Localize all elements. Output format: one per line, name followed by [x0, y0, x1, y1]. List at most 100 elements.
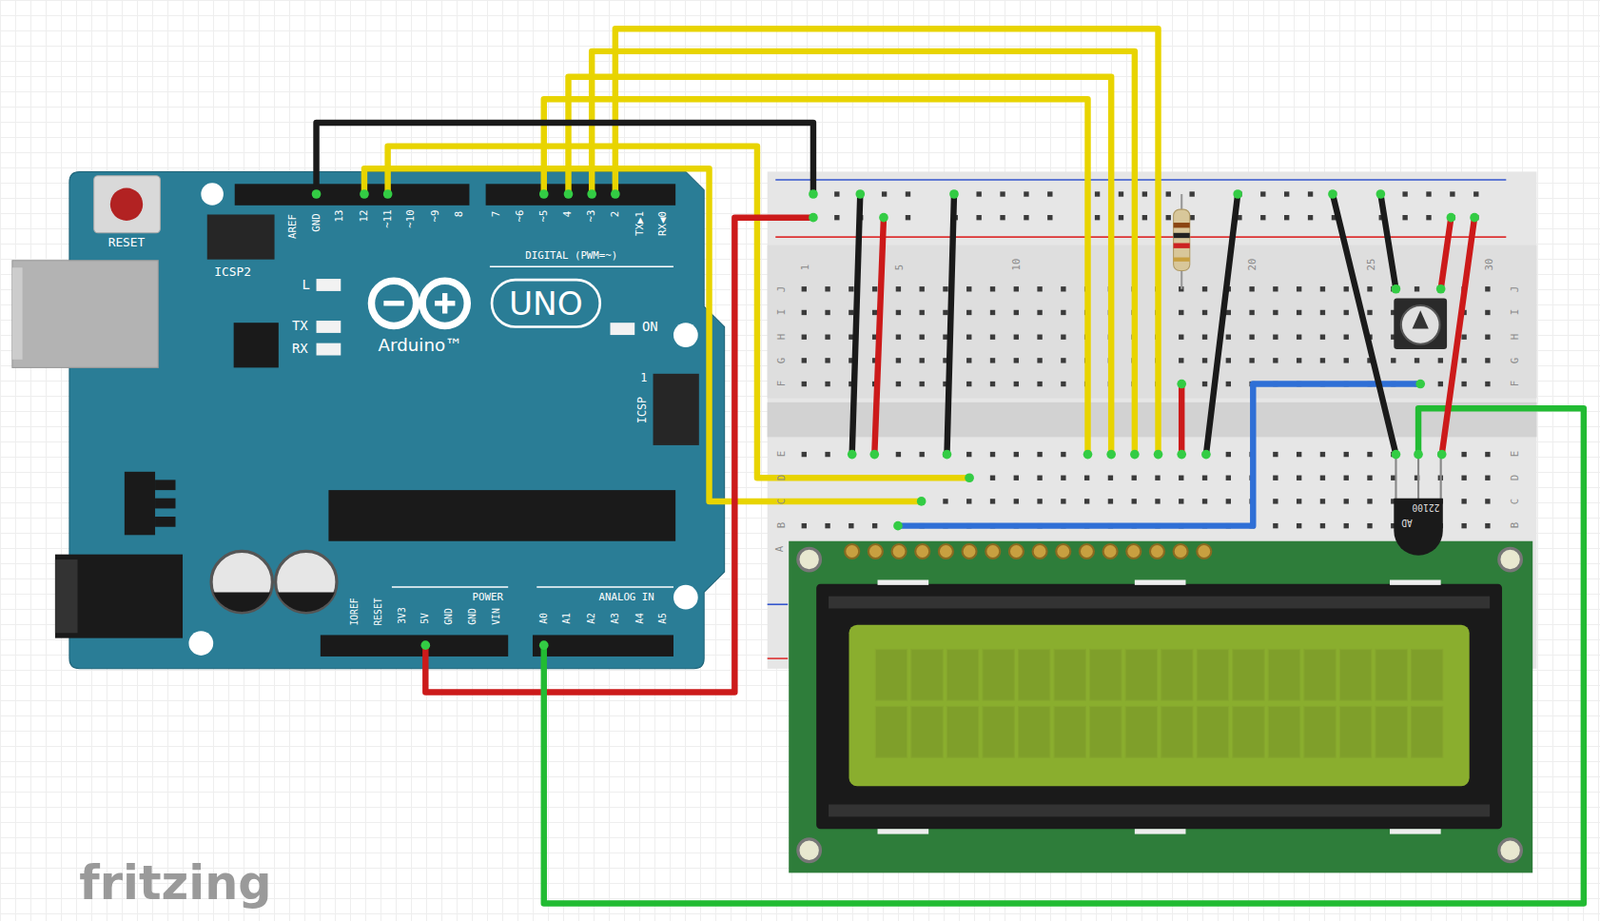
illustration-part — [1461, 451, 1466, 457]
header-label: DIGITAL (PWM=~) — [525, 251, 618, 262]
illustration-part — [1060, 357, 1066, 363]
illustration-part — [1344, 310, 1349, 315]
row-letter: E — [1510, 450, 1522, 457]
illustration-part — [1126, 544, 1141, 559]
illustration-part — [1055, 544, 1071, 559]
illustration-part — [1131, 475, 1137, 481]
pin-label: 2 — [609, 211, 621, 217]
row-letter: H — [1510, 333, 1522, 340]
illustration-part — [966, 498, 972, 504]
pin-label: 5V — [420, 612, 430, 625]
illustration-part — [1394, 454, 1397, 501]
illustration-part — [316, 320, 342, 333]
illustration-part — [1332, 194, 1397, 455]
illustration-part — [828, 804, 1490, 818]
illustration-part — [808, 213, 819, 223]
illustration-part — [834, 214, 840, 220]
illustration-part — [775, 178, 1506, 181]
illustration-part — [1320, 451, 1326, 457]
illustration-part — [312, 189, 322, 199]
illustration-part — [544, 408, 1584, 903]
led-label: RX — [292, 342, 309, 356]
illustration-part — [844, 544, 1211, 559]
illustration-part — [1393, 297, 1447, 350]
illustration-part — [388, 146, 970, 479]
illustration-part — [1449, 191, 1455, 196]
illustration-part — [893, 521, 903, 531]
illustration-part — [938, 544, 954, 559]
illustration-part — [1047, 191, 1053, 196]
illustration-part — [1272, 286, 1278, 292]
illustration-part — [1366, 523, 1372, 528]
illustration-part — [855, 189, 865, 199]
illustration-part — [1014, 357, 1019, 363]
illustration-part — [919, 381, 925, 387]
illustration-part — [1484, 310, 1490, 315]
illustration-part — [1060, 310, 1066, 315]
pin-label: 13 — [334, 210, 346, 223]
illustration-part — [808, 189, 819, 199]
illustration-part — [966, 357, 972, 363]
illustration-part — [1411, 706, 1444, 759]
illustration-part — [1393, 498, 1443, 556]
pin-label: A3 — [610, 612, 621, 625]
illustration-part — [801, 381, 807, 387]
illustration-part — [1153, 449, 1164, 460]
header-label: ANALOG IN — [599, 591, 655, 603]
illustration-part — [391, 585, 508, 588]
row-letter: F — [776, 380, 787, 387]
illustration-part — [328, 489, 676, 542]
illustration-part — [1033, 544, 1048, 559]
illustration-part — [1108, 498, 1113, 504]
illustration-part — [1344, 357, 1349, 363]
illustration-part — [1248, 334, 1254, 340]
illustration-part — [1473, 191, 1479, 196]
illustration-part — [425, 217, 814, 693]
illustration-part — [1014, 286, 1019, 292]
illustration-part — [1202, 310, 1208, 315]
illustration-part — [1484, 523, 1490, 528]
illustration-part — [1414, 357, 1420, 363]
illustration-part — [1461, 357, 1466, 363]
illustration-part — [1178, 475, 1184, 481]
illustration-part — [1484, 334, 1490, 340]
illustration-part — [848, 286, 854, 292]
illustration-part — [1296, 451, 1302, 457]
illustration-part — [1272, 451, 1278, 457]
illustration-part — [919, 286, 925, 292]
illustration-part — [874, 217, 884, 455]
illustration-part — [824, 523, 830, 528]
pin-label: 4 — [563, 211, 574, 217]
illustration-part — [1296, 498, 1302, 504]
illustration-part — [536, 585, 674, 588]
illustration-part — [1415, 379, 1425, 390]
illustration-part — [915, 544, 930, 559]
illustration-part — [1296, 475, 1302, 481]
illustration-part — [824, 451, 830, 457]
illustration-part — [155, 479, 176, 490]
illustration-part — [848, 523, 854, 528]
row-letter: C — [1510, 497, 1522, 504]
illustration-part — [532, 634, 674, 657]
illustration-part — [1390, 357, 1396, 363]
illustration-part — [1202, 286, 1208, 292]
illustration-part — [1173, 233, 1191, 238]
illustration-part — [1366, 451, 1372, 457]
illustration-part — [1272, 475, 1278, 481]
illustration-part — [801, 286, 807, 292]
row-letter: F — [1510, 380, 1522, 387]
illustration-part — [312, 189, 1480, 650]
illustration-part — [1142, 214, 1148, 220]
pin-label: IOREF — [350, 597, 360, 625]
illustration-part — [1083, 449, 1093, 460]
illustration-part — [962, 544, 977, 559]
illustration-part — [801, 334, 807, 340]
illustration-part — [801, 310, 807, 315]
illustration-part — [1425, 214, 1431, 220]
illustration-part — [798, 547, 821, 571]
illustration-part — [1103, 544, 1118, 559]
illustration-part — [1284, 191, 1289, 196]
illustration-part — [975, 191, 981, 196]
pin-label: A0 — [539, 612, 549, 625]
illustration-part — [1118, 214, 1124, 220]
